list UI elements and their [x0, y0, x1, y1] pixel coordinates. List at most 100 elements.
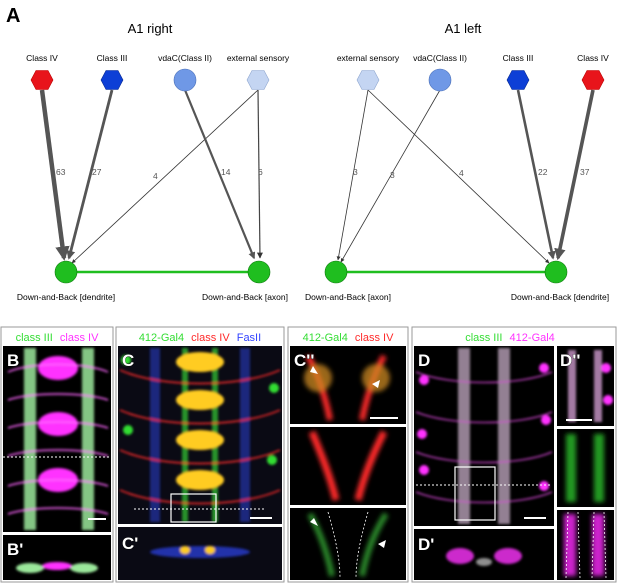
- panel-a: A A1 right Class IV Class III vdaC(Class…: [6, 5, 609, 302]
- left-node-external-sensory-icon: [356, 70, 380, 90]
- panel-d-header-412: 412-Gal4: [510, 332, 555, 344]
- panel-d-header-class-iii: class III: [465, 332, 502, 344]
- panel-d-prime-image: [414, 529, 554, 580]
- left-edge-class-iv: [554, 89, 595, 261]
- panel-c2-header-class-iv: class IV: [355, 332, 394, 344]
- left-node-label-class-ii: vdaC(Class II): [413, 53, 467, 63]
- panel-d-prime-letter: D': [418, 535, 434, 554]
- graph-left-title: A1 left: [445, 21, 482, 36]
- right-edge-label-4: 4: [153, 171, 158, 181]
- left-node-class-ii-icon: [428, 68, 452, 92]
- graph-right-title: A1 right: [128, 21, 173, 36]
- right-edge-es-axon: [256, 89, 263, 259]
- left-node-dendrite-icon: [544, 260, 568, 284]
- right-node-label-class-ii: vdaC(Class II): [158, 53, 212, 63]
- panel-d-letter: D: [418, 351, 430, 370]
- left-node-label-external-sensory: external sensory: [337, 53, 400, 63]
- panel-c-letter: C: [122, 351, 134, 370]
- panel-d2-letter: D'': [560, 351, 580, 370]
- left-edge-label-3a: 3: [353, 167, 358, 177]
- panel-b-prime-letter: B': [7, 540, 23, 559]
- panel-b-header-class-iv: class IV: [60, 332, 99, 344]
- left-target-label-dendrite: Down-and-Back [dendrite]: [511, 292, 609, 302]
- panel-b-prime-image: [3, 535, 111, 580]
- left-node-class-iv-icon: [581, 70, 605, 90]
- right-edge-class-iii: [66, 89, 114, 260]
- left-edge-class-ii: [340, 89, 441, 263]
- panel-b-header: class III class IV: [16, 332, 100, 344]
- right-target-label-dendrite: Down-and-Back [dendrite]: [17, 292, 115, 302]
- panel-d-texture: [415, 348, 553, 524]
- right-edge-label-6: 6: [258, 167, 263, 177]
- right-node-class-ii-icon: [173, 68, 197, 92]
- panel-a-letter: A: [6, 5, 20, 27]
- panel-c-frame: [115, 326, 285, 583]
- left-edge-label-3b: 3: [390, 170, 395, 180]
- right-node-external-sensory-icon: [246, 70, 270, 90]
- panel-c2-red-texture: [308, 430, 388, 501]
- right-edge-label-27: 27: [92, 167, 102, 177]
- panel-d2-magenta-texture: [564, 514, 604, 576]
- panel-c2-green-arrowhead-right-icon: [378, 540, 386, 548]
- panel-d-prime-texture: [446, 548, 522, 566]
- panel-c2-header-412: 412-Gal4: [303, 332, 348, 344]
- right-node-label-class-iii: Class III: [97, 53, 128, 63]
- right-node-axon-icon: [247, 260, 271, 284]
- left-node-label-class-iii: Class III: [503, 53, 534, 63]
- panel-c-inset-box: [170, 493, 217, 523]
- panel-d2-merge-image: [557, 346, 614, 426]
- panel-b-letter: B: [7, 351, 19, 370]
- left-node-class-iii-icon: [506, 70, 530, 90]
- panel-d-image: [414, 346, 554, 526]
- panel-b-texture: [7, 348, 109, 530]
- panel-c-header-412: 412-Gal4: [139, 332, 184, 344]
- panel-c2-red-image: [290, 427, 406, 505]
- panel-c-prime-letter: C': [122, 534, 138, 553]
- left-edge-es-axon: [336, 89, 369, 261]
- right-node-class-iii-icon: [100, 70, 124, 90]
- right-node-label-external-sensory: external sensory: [227, 53, 290, 63]
- panel-d2-green-texture: [566, 434, 604, 502]
- panel-c2-frame: [287, 326, 409, 583]
- right-edge-label-14: 14: [221, 167, 231, 177]
- panel-c-header-fasii: FasII: [237, 332, 261, 344]
- right-edge-label-63: 63: [56, 167, 66, 177]
- left-node-axon-icon: [324, 260, 348, 284]
- panel-c2-outline: [327, 511, 369, 579]
- left-target-label-axon: Down-and-Back [axon]: [305, 292, 391, 302]
- panel-c2-arrowhead-left-icon: [310, 366, 318, 374]
- panel-d2-merge-texture: [568, 350, 613, 422]
- panel-b-header-class-iii: class III: [16, 332, 53, 344]
- panel-b: class III class IV B B': [0, 326, 114, 583]
- panel-c2-arrowhead-right-icon: [372, 380, 380, 388]
- panel-c2-green-image: [290, 508, 406, 580]
- right-target-label-axon: Down-and-Back [axon]: [202, 292, 288, 302]
- right-node-class-iv-icon: [30, 70, 54, 90]
- left-edge-class-iii: [516, 89, 556, 260]
- right-edge-class-ii: [183, 89, 256, 260]
- left-edge-label-4: 4: [459, 168, 464, 178]
- panel-d: class III 412-Gal4 D D': [411, 326, 617, 583]
- panel-b-prime-texture: [16, 562, 98, 573]
- panel-d2-outline: [565, 511, 607, 579]
- left-edge-es-dendrite: [367, 89, 550, 264]
- panel-b-frame: [0, 326, 114, 583]
- panel-c2: 412-Gal4 class IV C'': [287, 326, 409, 583]
- panel-c: 412-Gal4 class IV FasII C: [115, 326, 285, 583]
- graph-a1-left: A1 left external sensory vdaC(Class II) …: [305, 21, 609, 302]
- right-edge-class-iv: [39, 89, 70, 261]
- left-edge-label-37: 37: [580, 167, 590, 177]
- panel-c-texture: [119, 348, 281, 522]
- graph-a1-right: A1 right Class IV Class III vdaC(Class I…: [17, 21, 290, 302]
- panel-d-frame: [411, 326, 617, 583]
- panel-d2-green-image: [557, 429, 614, 507]
- panel-c2-letter: C'': [294, 351, 314, 370]
- right-node-label-class-iv: Class IV: [26, 53, 58, 63]
- panel-d-header: class III 412-Gal4: [465, 332, 555, 344]
- panel-d-inset-box: [454, 466, 496, 521]
- right-edge-es-dendrite: [71, 89, 259, 264]
- panel-c-header-class-iv: class IV: [191, 332, 230, 344]
- panel-c2-header: 412-Gal4 class IV: [303, 332, 395, 344]
- panel-c-prime-texture: [150, 546, 250, 558]
